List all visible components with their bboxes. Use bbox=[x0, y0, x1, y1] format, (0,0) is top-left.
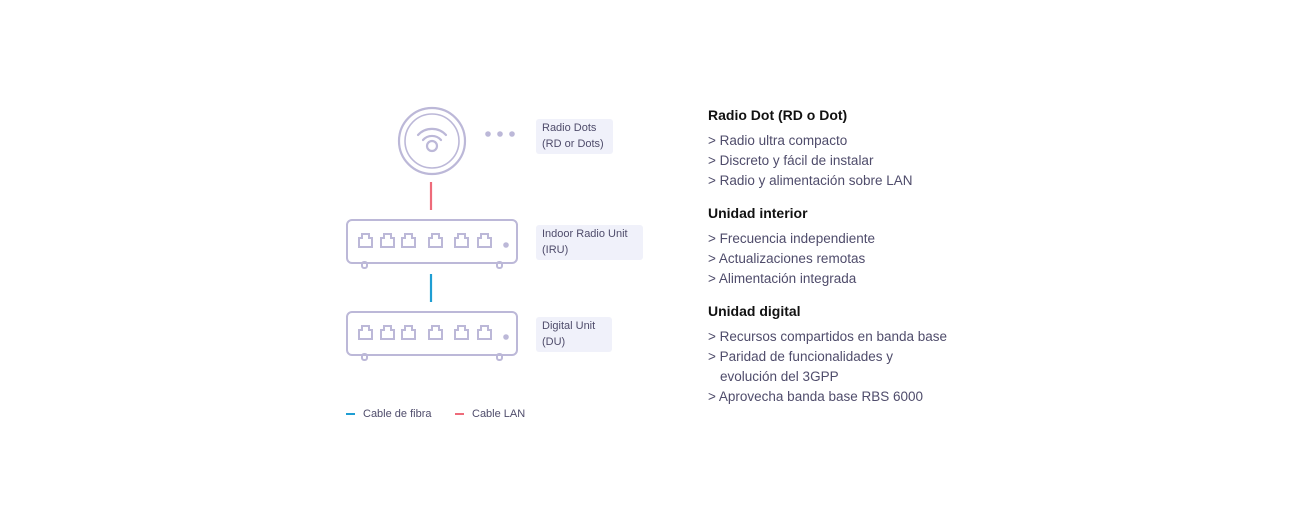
iru-label: Indoor Radio Unit (IRU) bbox=[536, 225, 643, 260]
fiber-swatch bbox=[346, 413, 355, 415]
ethernet-port-icon bbox=[358, 325, 492, 340]
list-item: > Aprovecha banda base RBS 6000 bbox=[708, 389, 924, 404]
section-digital-unit: Unidad digital > Recursos compartidos en… bbox=[708, 302, 1008, 407]
iru-label-line2: (IRU) bbox=[542, 244, 569, 256]
list-item: > Radio y alimentación sobre LAN bbox=[708, 173, 913, 188]
ellipsis-icon bbox=[485, 131, 515, 137]
legend-lan-label: Cable LAN bbox=[472, 408, 526, 420]
du-label-line1: Digital Unit bbox=[542, 320, 596, 332]
ethernet-port-icon bbox=[358, 233, 492, 248]
radio-dots-label-line1: Radio Dots bbox=[542, 122, 597, 134]
section-indoor-unit: Unidad interior > Frecuencia independien… bbox=[708, 204, 1008, 289]
section-title: Unidad digital bbox=[708, 303, 801, 319]
list-item: > Frecuencia independiente bbox=[708, 231, 875, 246]
lan-swatch bbox=[455, 413, 464, 415]
info-panel: Radio Dot (RD o Dot) > Radio ultra compa… bbox=[708, 106, 1008, 420]
list-item: > Alimentación integrada bbox=[708, 271, 857, 286]
iru-device bbox=[346, 219, 518, 269]
du-label-line2: (DU) bbox=[542, 336, 566, 348]
section-title: Unidad interior bbox=[708, 205, 808, 221]
section-title: Radio Dot (RD o Dot) bbox=[708, 107, 848, 123]
list-item: > Actualizaciones remotas bbox=[708, 251, 866, 266]
du-label: Digital Unit (DU) bbox=[536, 317, 612, 352]
wifi-icon bbox=[416, 127, 448, 153]
legend-fiber: Cable de fibra bbox=[346, 408, 432, 420]
du-device bbox=[346, 311, 518, 361]
list-item: > Radio ultra compacto bbox=[708, 133, 848, 148]
legend-fiber-label: Cable de fibra bbox=[363, 408, 432, 420]
list-item: evolución del 3GPP bbox=[720, 369, 839, 384]
radio-dots-label: Radio Dots (RD or Dots) bbox=[536, 119, 613, 154]
iru-label-line1: Indoor Radio Unit bbox=[542, 228, 628, 240]
legend-lan: Cable LAN bbox=[455, 408, 525, 420]
list-item: > Paridad de funcionalidades y bbox=[708, 349, 894, 364]
section-radio-dot: Radio Dot (RD o Dot) > Radio ultra compa… bbox=[708, 106, 1008, 191]
radio-dot-device bbox=[397, 106, 467, 176]
list-item: > Recursos compartidos en banda base bbox=[708, 329, 948, 344]
list-item: > Discreto y fácil de instalar bbox=[708, 153, 874, 168]
radio-dots-label-line2: (RD or Dots) bbox=[542, 138, 604, 150]
